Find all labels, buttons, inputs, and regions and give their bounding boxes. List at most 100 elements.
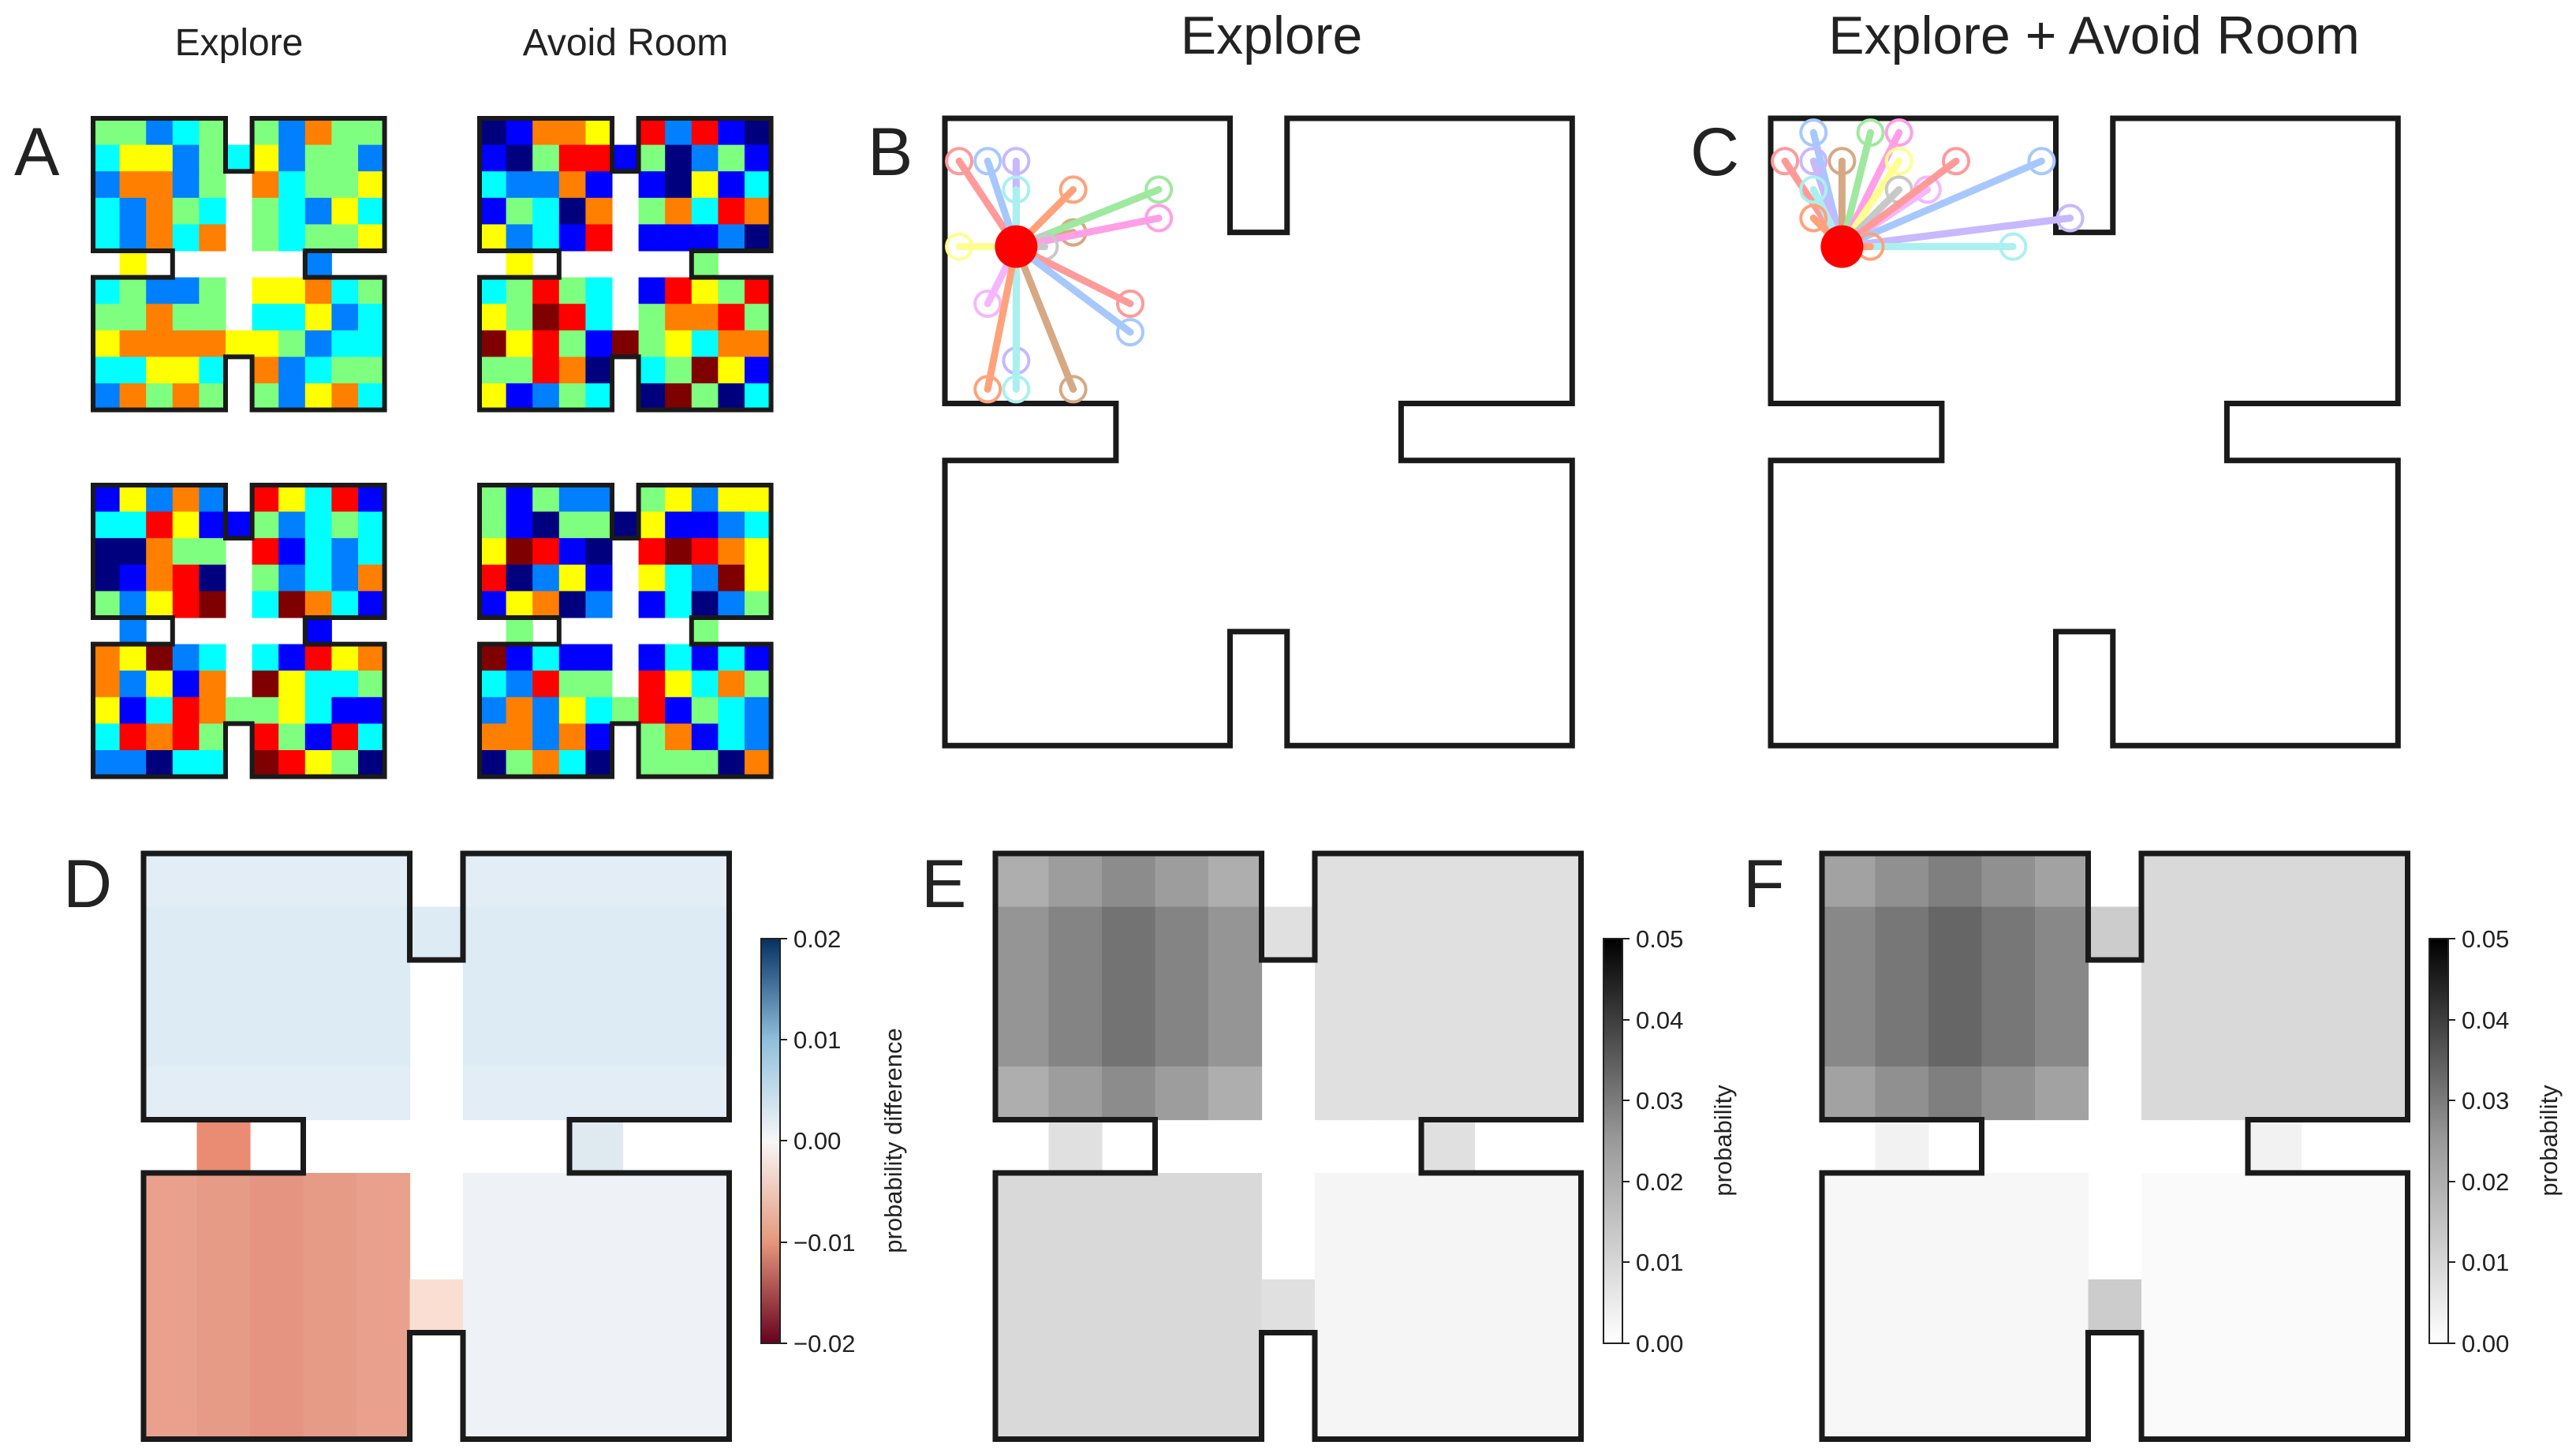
- heatmap-cell: [1208, 1332, 1263, 1387]
- heatmap-cell: [199, 750, 226, 778]
- heatmap-cell: [331, 644, 359, 671]
- heatmap-cell: [357, 1279, 411, 1334]
- heatmap-cell: [172, 564, 200, 592]
- heatmap-cell: [252, 670, 279, 698]
- heatmap-cell: [638, 171, 666, 199]
- heatmap-cell: [691, 251, 719, 278]
- heatmap-cell: [691, 670, 719, 698]
- heatmap-cell: [146, 197, 174, 225]
- heatmap-cell: [93, 723, 121, 751]
- heatmap-cell: [718, 118, 745, 146]
- heatmap-cell: [532, 485, 560, 513]
- heatmap-cell: [506, 670, 533, 698]
- heatmap-cell: [252, 696, 279, 724]
- heatmap-cell: [1315, 1013, 1369, 1067]
- heatmap-cell: [1102, 1173, 1156, 1227]
- heatmap-cell: [1528, 1279, 1582, 1334]
- heatmap-cell: [358, 670, 386, 698]
- heatmap-cell: [250, 1013, 304, 1067]
- heatmap-cell: [1155, 1279, 1209, 1334]
- heatmap-cell: [199, 538, 226, 566]
- trajectory-line: [1838, 215, 2074, 251]
- heatmap-cell: [1368, 1386, 1422, 1440]
- heatmap-cell: [303, 1013, 357, 1067]
- heatmap-cell: [250, 853, 304, 908]
- heatmap-cell: [278, 750, 306, 778]
- trajectory-end-marker: [1058, 375, 1088, 404]
- heatmap-cell: [622, 906, 677, 961]
- heatmap-cell: [93, 118, 121, 146]
- heatmap-cell: [250, 1173, 304, 1227]
- heatmap-cell: [612, 144, 640, 172]
- heatmap-cell: [252, 538, 279, 566]
- heatmap-cell: [2035, 1226, 2089, 1280]
- heatmap-cell: [995, 1013, 1050, 1067]
- heatmap-cell: [2301, 1332, 2355, 1387]
- heatmap-cell: [1208, 960, 1263, 1014]
- colorbar-f-tick: 0.02: [2462, 1168, 2509, 1196]
- heatmap-cell: [2035, 960, 2089, 1014]
- heatmap-cell: [718, 670, 745, 698]
- colorbar-f-tick: 0.01: [2462, 1249, 2509, 1276]
- heatmap-cell: [718, 383, 745, 411]
- heatmap-cell: [718, 564, 745, 592]
- heatmap-cell: [506, 383, 533, 411]
- panel-d-difference-map: [140, 850, 732, 1442]
- heatmap-cell: [585, 383, 613, 411]
- heatmap-cell: [516, 1013, 570, 1067]
- heatmap-cell: [480, 171, 507, 199]
- heatmap-cell: [665, 723, 693, 751]
- column-title-explore-small: Explore: [175, 22, 304, 64]
- heatmap-cell: [1474, 1279, 1529, 1334]
- heatmap-cell: [358, 538, 386, 566]
- heatmap-cell: [480, 304, 507, 331]
- heatmap-cell: [172, 383, 200, 411]
- heatmap-cell: [199, 144, 226, 172]
- heatmap-cell: [532, 304, 560, 331]
- heatmap-cell: [665, 670, 693, 698]
- heatmap-cell: [1048, 1332, 1103, 1387]
- heatmap-cell: [119, 118, 147, 146]
- heatmap-cell: [2035, 1066, 2089, 1121]
- heatmap-cell: [506, 171, 533, 199]
- heatmap-cell: [665, 383, 693, 411]
- heatmap-cell: [199, 723, 226, 751]
- heatmap-cell: [2354, 1066, 2409, 1121]
- heatmap-cell: [622, 853, 677, 908]
- heatmap-cell: [304, 670, 332, 698]
- heatmap-cell: [585, 171, 613, 199]
- trajectory-end-marker: [1115, 289, 1144, 318]
- heatmap-cell: [463, 1066, 517, 1121]
- heatmap-cell: [638, 357, 666, 384]
- heatmap-cell: [665, 485, 693, 513]
- heatmap-cell: [2301, 1279, 2355, 1334]
- heatmap-cell: [638, 330, 666, 357]
- heatmap-cell: [1928, 906, 1983, 961]
- heatmap-cell: [304, 723, 332, 751]
- heatmap-cell: [2035, 1173, 2089, 1227]
- heatmap-cell: [358, 383, 386, 411]
- heatmap-cell: [745, 511, 772, 539]
- heatmap-cell: [2301, 1013, 2355, 1067]
- heatmap-cell: [199, 383, 226, 411]
- heatmap-cell: [585, 330, 613, 357]
- maze-walls: [1768, 115, 2401, 749]
- heatmap-cell: [745, 538, 772, 566]
- heatmap-cell: [676, 1173, 730, 1227]
- heatmap-cell: [622, 1279, 677, 1334]
- heatmap-cell: [638, 723, 666, 751]
- heatmap-cell: [278, 538, 306, 566]
- heatmap-cell: [480, 511, 507, 539]
- heatmap-cell: [1155, 1386, 1209, 1440]
- heatmap-cell: [1048, 1013, 1103, 1067]
- heatmap-cell: [691, 644, 719, 671]
- heatmap-cell: [558, 485, 586, 513]
- heatmap-cell: [1102, 1226, 1156, 1280]
- maze-walls: [477, 483, 774, 779]
- heatmap-cell: [1155, 906, 1209, 961]
- heatmap-cell: [93, 538, 121, 566]
- heatmap-cell: [199, 171, 226, 199]
- heatmap-cell: [1875, 906, 1929, 961]
- heatmap-cell: [691, 696, 719, 724]
- heatmap-cell: [172, 696, 200, 724]
